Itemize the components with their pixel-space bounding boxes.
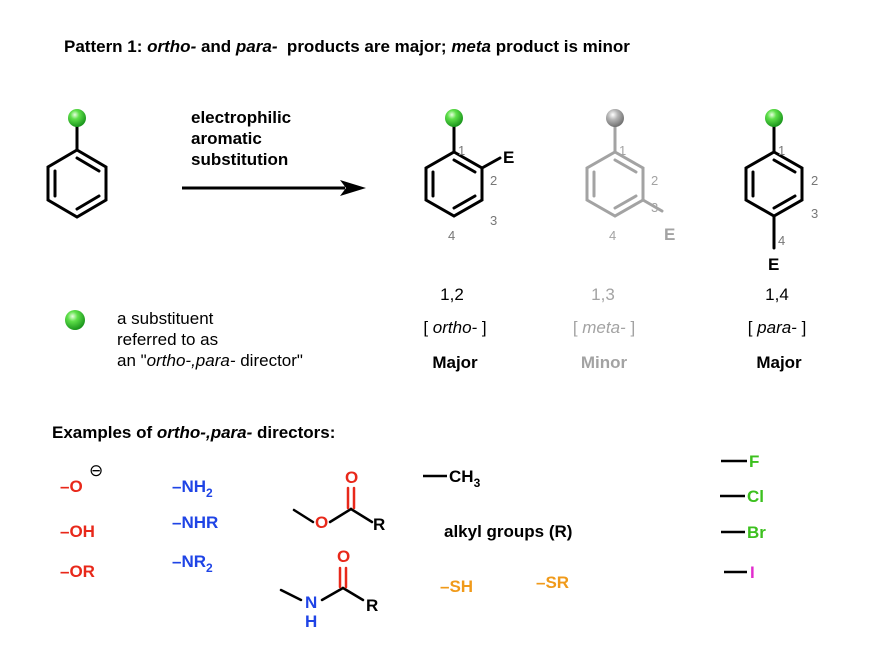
ester-structure — [292, 507, 374, 524]
para-electrophile: E — [768, 255, 779, 274]
svg-text:1,3: 1,3 — [591, 285, 615, 304]
svg-text:2: 2 — [811, 173, 818, 188]
svg-text:Cl: Cl — [747, 487, 764, 506]
svg-text:R: R — [366, 596, 378, 615]
svg-text:Minor: Minor — [581, 353, 628, 372]
starting-benzene — [46, 121, 108, 219]
meta-product — [585, 121, 664, 218]
para-numbering: 1 2 3 4 — [778, 143, 818, 248]
svg-text:Major: Major — [756, 353, 802, 372]
ortho-labels: 1,2 [ ortho- ] Major — [423, 285, 486, 372]
reaction-label: electrophilic aromatic substitution — [191, 108, 296, 169]
sulfur-groups: –SH –SR — [440, 573, 569, 596]
svg-text:O: O — [337, 547, 350, 566]
svg-text:[ para- ]: [ para- ] — [748, 318, 807, 337]
meta-numbering: 1 2 3 4 — [609, 143, 658, 243]
svg-text:–NR2: –NR2 — [172, 552, 213, 575]
svg-text:I: I — [750, 563, 755, 582]
amide-structure — [279, 586, 365, 602]
svg-text:1: 1 — [778, 143, 785, 158]
amide-carbonyl — [338, 566, 348, 589]
ortho-electrophile: E — [503, 148, 514, 167]
svg-text:1: 1 — [458, 143, 465, 158]
substituent-ball-para — [765, 109, 783, 127]
examples-heading: Examples of ortho-,para- directors: — [52, 423, 335, 442]
substituent-ball-ortho — [445, 109, 463, 127]
svg-text:Major: Major — [432, 353, 478, 372]
svg-text:O: O — [315, 513, 328, 532]
svg-text:–O: –O — [60, 477, 83, 496]
svg-text:–OR: –OR — [60, 562, 95, 581]
meta-electrophile: E — [664, 225, 675, 244]
svg-text:N: N — [305, 593, 317, 612]
negative-charge: ⊖ — [89, 461, 103, 480]
reaction-arrow — [182, 180, 366, 196]
substituent-ball-start — [68, 109, 86, 127]
halogen-bonds — [720, 459, 747, 574]
svg-text:4: 4 — [448, 228, 455, 243]
svg-text:2: 2 — [651, 173, 658, 188]
svg-text:O: O — [345, 468, 358, 487]
meta-labels: 1,3 [ meta- ] Minor — [573, 285, 635, 372]
ortho-numbering: 1 2 3 4 — [448, 143, 497, 243]
alkyl-groups: alkyl groups (R) — [444, 522, 572, 541]
svg-text:–NH2: –NH2 — [172, 477, 213, 500]
substituent-ball-meta — [606, 109, 624, 127]
svg-text:F: F — [749, 452, 759, 471]
para-labels: 1,4 [ para- ] Major — [748, 285, 807, 372]
svg-text:4: 4 — [778, 233, 785, 248]
ester-atoms: O O R — [315, 468, 385, 534]
svg-text:1,4: 1,4 — [765, 285, 789, 304]
legend-ball — [65, 310, 85, 330]
svg-text:3: 3 — [490, 213, 497, 228]
svg-text:4: 4 — [609, 228, 616, 243]
svg-text:3: 3 — [811, 206, 818, 221]
ortho-product — [424, 121, 502, 218]
svg-text:[ ortho- ]: [ ortho- ] — [423, 318, 486, 337]
ester-carbonyl — [346, 486, 356, 510]
svg-text:3: 3 — [651, 200, 658, 215]
svg-text:R: R — [373, 515, 385, 534]
svg-text:1,2: 1,2 — [440, 285, 464, 304]
methyl-group: CH3 — [449, 467, 481, 490]
svg-text:2: 2 — [490, 173, 497, 188]
svg-text:H: H — [305, 612, 317, 631]
nitrogen-groups: –NH2 –NHR –NR2 — [172, 477, 218, 575]
svg-text:–NHR: –NHR — [172, 513, 218, 532]
para-product — [744, 121, 804, 250]
oxygen-groups: –O –OH –OR — [60, 477, 95, 581]
svg-text:–OH: –OH — [60, 522, 95, 541]
page-title: Pattern 1: ortho- and para- products are… — [64, 37, 630, 56]
svg-text:–SR: –SR — [536, 573, 569, 592]
amide-atoms: O N H R — [305, 547, 378, 631]
legend-text: a substituent referred to as an "ortho-,… — [117, 309, 303, 370]
svg-text:1: 1 — [619, 143, 626, 158]
svg-text:[ meta- ]: [ meta- ] — [573, 318, 635, 337]
halogen-groups: F Cl Br I — [747, 452, 766, 582]
svg-text:–SH: –SH — [440, 577, 473, 596]
svg-text:Br: Br — [747, 523, 766, 542]
